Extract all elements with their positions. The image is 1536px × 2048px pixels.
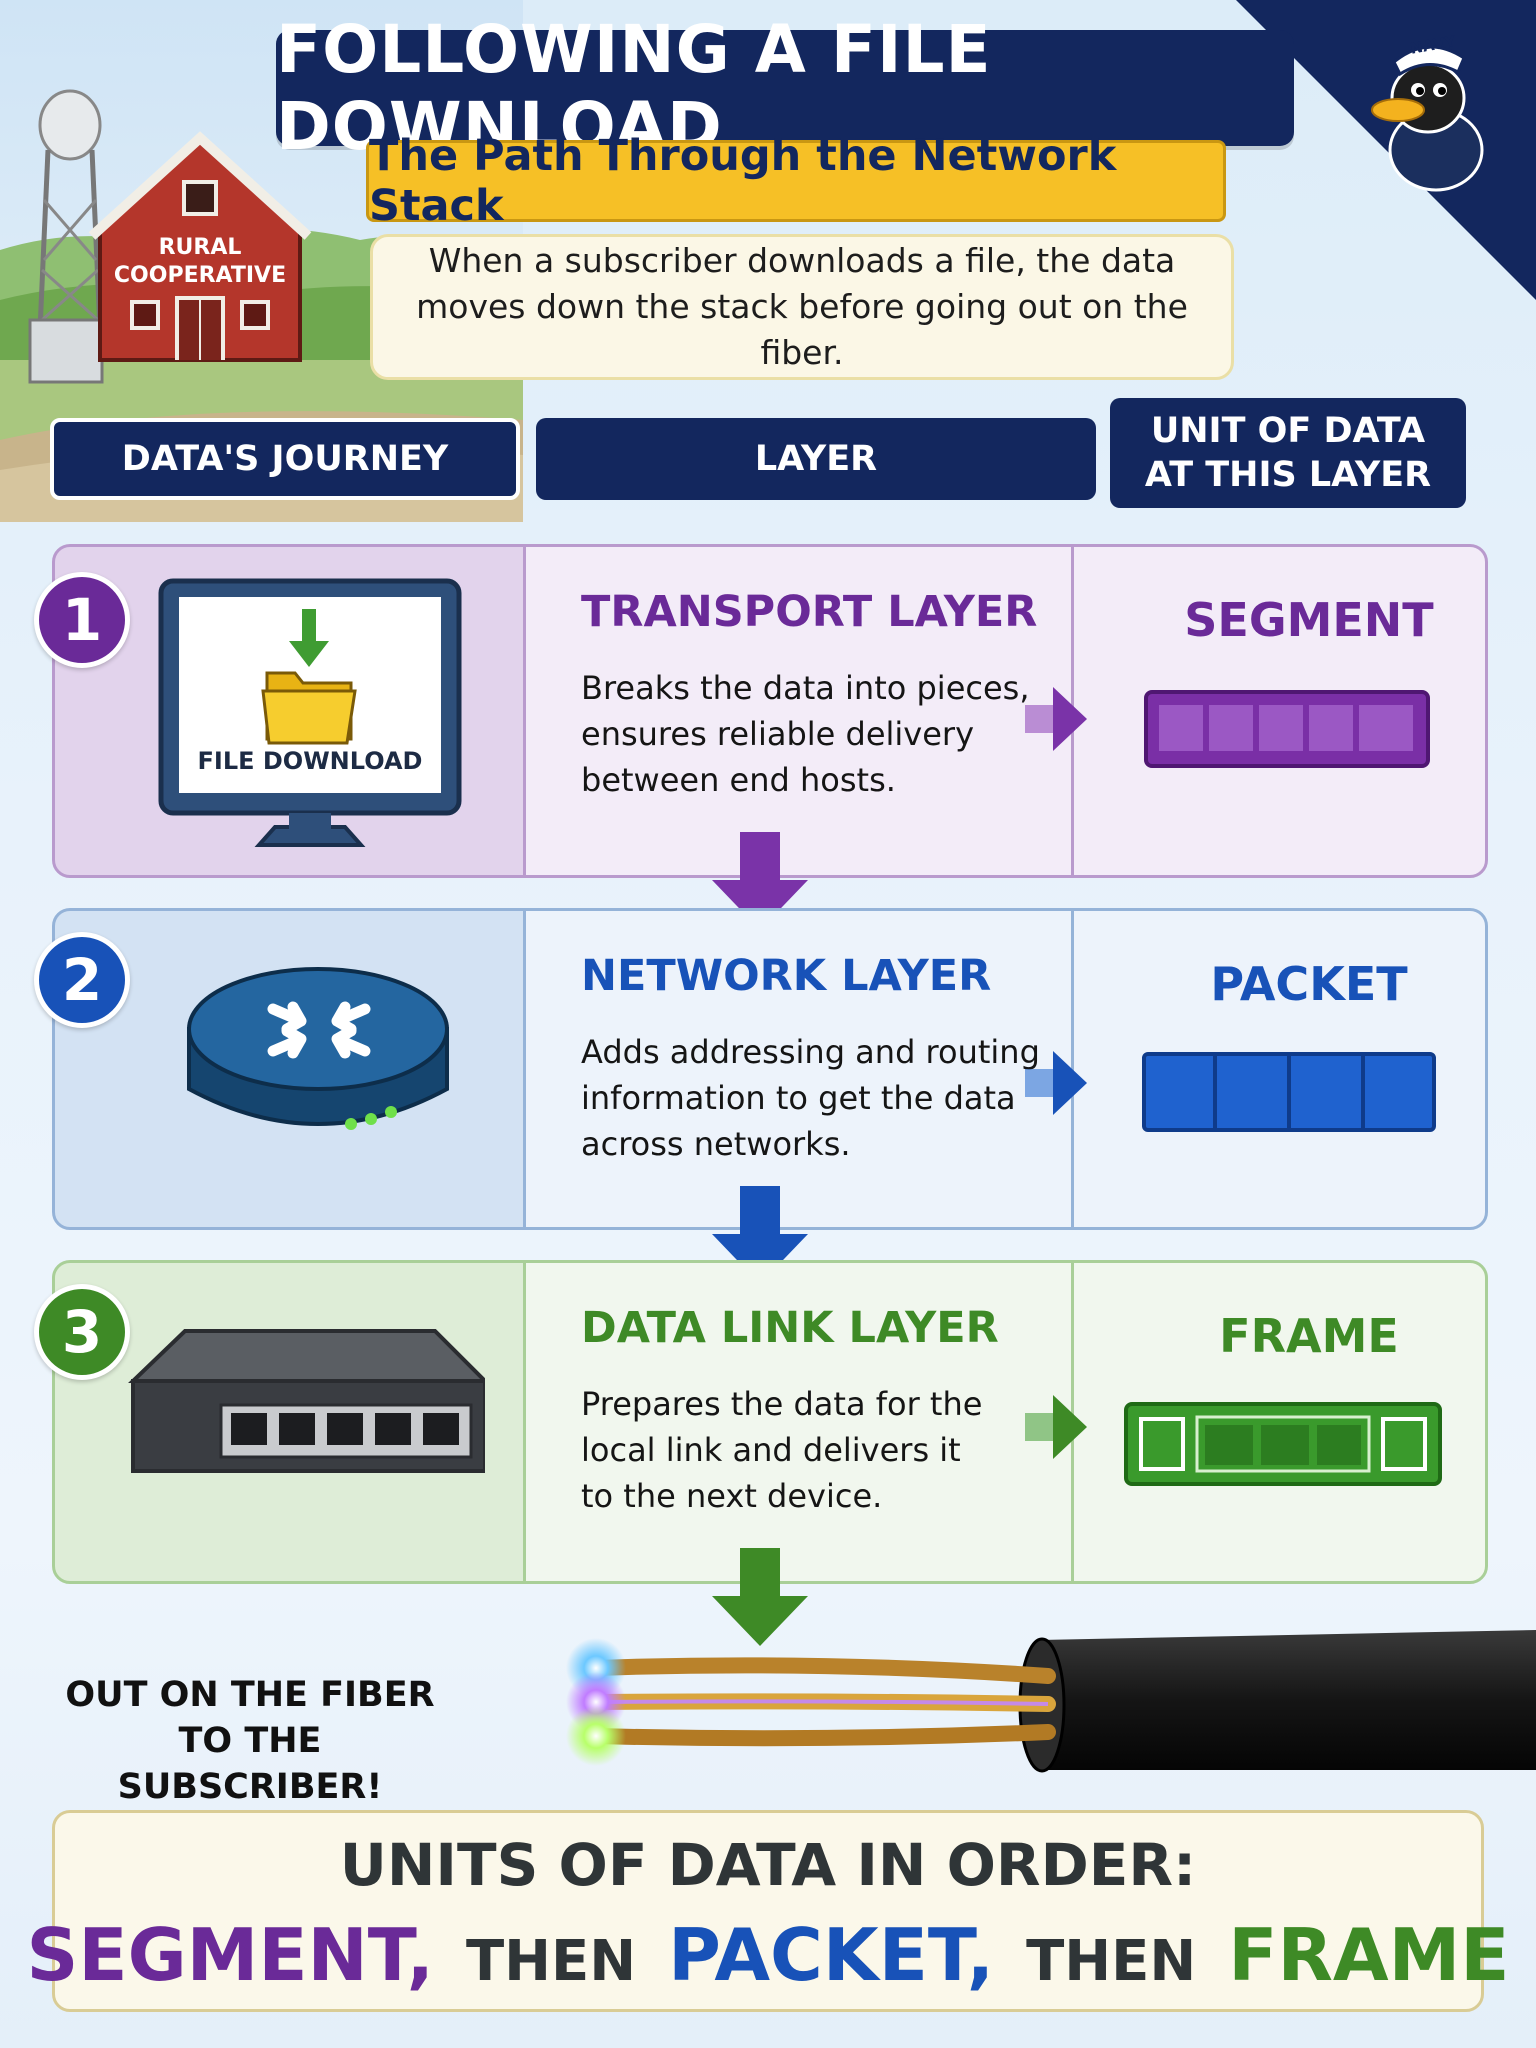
arrow-right-icon	[1025, 687, 1087, 751]
layer-desc-line: across networks.	[581, 1125, 851, 1163]
barn-label: RURAL COOPERATIVE	[112, 234, 288, 290]
arrow-down-icon	[712, 832, 808, 930]
intro-callout: When a subscriber downloads a file, the …	[370, 234, 1234, 380]
layer-desc-data-link: Prepares the data for the local link and…	[581, 1381, 982, 1519]
unit-label-packet: PACKET	[1210, 957, 1408, 1011]
summary-then: THEN	[1026, 1929, 1197, 1994]
column-header-unit-line2: AT THIS LAYER	[1144, 455, 1432, 495]
summary-packet: PACKET,	[668, 1913, 995, 1997]
layer-desc-line: information to get the data	[581, 1079, 1016, 1117]
summary-frame: FRAME	[1228, 1913, 1510, 1997]
column-header-layer-label: LAYER	[754, 439, 878, 479]
arrow-down-icon	[712, 1548, 808, 1646]
barn-label-line2: COOPERATIVE	[113, 263, 287, 288]
layer-desc-line: local link and delivers it	[581, 1431, 961, 1469]
fiber-label: OUT ON THE FIBER TO THE SUBSCRIBER!	[60, 1672, 440, 1810]
fiber-cable-icon	[566, 1630, 1536, 1773]
summary-box: UNITS OF DATA IN ORDER: SEGMENT, THEN PA…	[27, 1810, 1510, 2012]
layer-desc-transport: Breaks the data into pieces, ensures rel…	[581, 665, 1030, 803]
packet-block-icon	[1142, 1052, 1436, 1132]
monitor-icon	[158, 578, 462, 847]
step-number-3: 3	[34, 1284, 130, 1380]
router-icon	[187, 967, 449, 1130]
layer-desc-line: Prepares the data for the	[581, 1385, 983, 1423]
column-header-journey-label: DATA'S JOURNEY	[121, 439, 449, 479]
layer-desc-line: ensures reliable delivery	[581, 715, 974, 753]
column-header-unit-line1: UNIT OF DATA	[1150, 411, 1426, 451]
duck-mascot-icon	[1236, 0, 1536, 300]
summary-segment: SEGMENT,	[26, 1913, 434, 1997]
layer-desc-line: Breaks the data into pieces,	[581, 669, 1030, 707]
unit-label-frame: FRAME	[1219, 1309, 1399, 1363]
layer-title-data-link: DATA LINK LAYER	[581, 1303, 999, 1353]
layer-desc-line: Adds addressing and routing	[581, 1033, 1040, 1071]
step-number-2: 2	[34, 932, 130, 1028]
column-header-layer: LAYER	[536, 418, 1096, 500]
frame-block-icon	[1124, 1402, 1442, 1486]
layer-desc-line: between end hosts.	[581, 761, 896, 799]
arrow-right-icon	[1025, 1051, 1087, 1115]
corner-badge: NAVY	[1236, 0, 1536, 300]
segment-block-icon	[1144, 690, 1430, 768]
row-network-layer: NETWORK LAYER Adds addressing and routin…	[52, 908, 1488, 1230]
layer-title-transport: TRANSPORT LAYER	[581, 587, 1038, 637]
unit-label-segment: SEGMENT	[1184, 593, 1434, 647]
subtitle-banner: The Path Through the Network Stack	[366, 131, 1226, 231]
column-header-unit: UNIT OF DATA AT THIS LAYER	[1110, 398, 1466, 508]
arrow-down-icon	[712, 1186, 808, 1284]
summary-then: THEN	[465, 1929, 637, 1994]
layer-desc-network: Adds addressing and routing information …	[581, 1029, 1040, 1167]
row-transport-layer: FILE DOWNLOAD TRANSPORT LAYER Breaks the…	[52, 544, 1488, 878]
layer-desc-line: to the next device.	[581, 1477, 883, 1515]
column-header-journey: DATA'S JOURNEY	[50, 418, 520, 500]
network-switch-icon	[128, 1329, 485, 1473]
page-subtitle: The Path Through the Network Stack	[369, 131, 1117, 231]
summary-title: UNITS OF DATA IN ORDER:	[339, 1831, 1197, 1899]
title-banner: FOLLOWING A FILE DOWNLOAD	[276, 11, 1294, 165]
step-number-1: 1	[34, 572, 130, 668]
summary-order-line: SEGMENT, THEN PACKET, THEN FRAME	[27, 1913, 1510, 1997]
barn-label-line1: RURAL	[158, 235, 242, 260]
layer-title-network: NETWORK LAYER	[581, 951, 992, 1001]
arrow-right-icon	[1025, 1395, 1087, 1459]
fiber-label-line1: OUT ON THE FIBER	[65, 1675, 435, 1715]
intro-text: When a subscriber downloads a file, the …	[416, 241, 1188, 372]
row-data-link-layer: DATA LINK LAYER Prepares the data for th…	[52, 1260, 1488, 1584]
file-download-caption: FILE DOWNLOAD	[197, 747, 423, 775]
fiber-label-line2: TO THE SUBSCRIBER!	[117, 1721, 383, 1807]
